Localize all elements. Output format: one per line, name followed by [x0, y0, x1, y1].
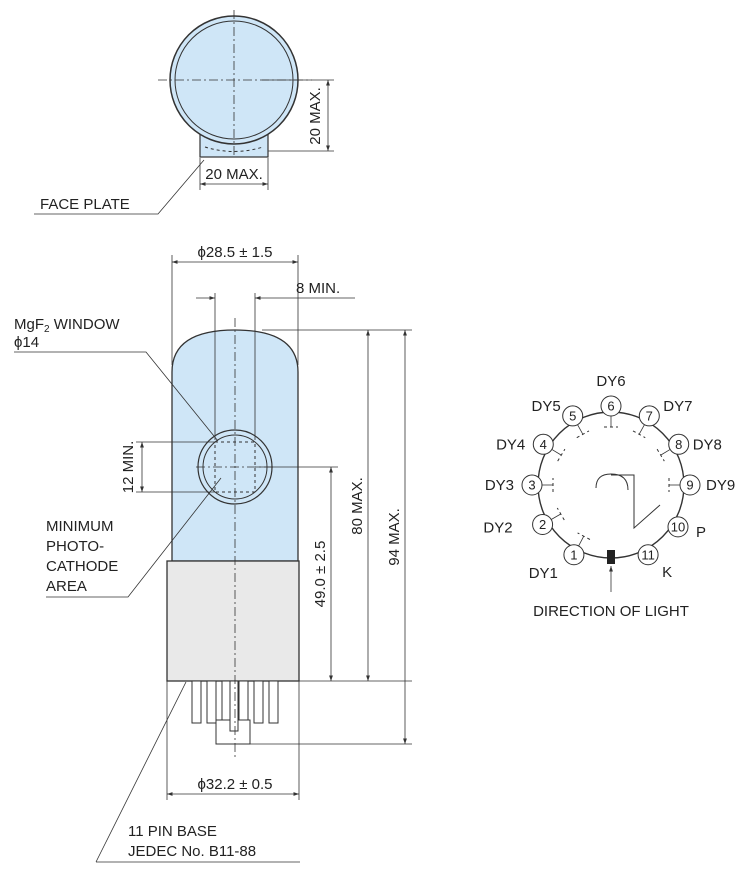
dynode-symbol-8 — [656, 448, 665, 462]
dim-49: 49.0 ± 2.5 — [312, 541, 329, 608]
pin-number-8: 8 — [675, 437, 682, 452]
pin-number-5: 5 — [569, 408, 576, 423]
pin-name-10: P — [696, 524, 706, 541]
pin-circle-5 — [562, 405, 584, 427]
cathode-area-label: MINIMUM PHOTO- CATHODE AREA — [46, 518, 118, 595]
pin-lead-5 — [577, 424, 584, 435]
pin-circle-11 — [637, 544, 659, 566]
pin-number-1: 1 — [570, 547, 577, 562]
dim-diameter-base: ϕ32.2 ± 0.5 — [197, 776, 272, 793]
pin-lead-4 — [551, 449, 562, 456]
svg-text:CATHODE: CATHODE — [46, 558, 118, 575]
pin-name-5: DY5 — [532, 398, 561, 415]
window-diameter-label: ϕ14 — [14, 334, 39, 351]
dim-12-min: 12 MIN. — [120, 441, 137, 494]
dim-94: 94 MAX. — [386, 508, 403, 566]
pin-name-9: DY9 — [706, 477, 735, 494]
face-plate-label: FACE PLATE — [40, 196, 130, 213]
pin-circle-1 — [563, 544, 585, 566]
pin-number-4: 4 — [540, 437, 547, 452]
side-view: ϕ28.5 ± 1.5 8 MIN. MgF2 WINDOW ϕ14 12 MI… — [14, 244, 412, 863]
dim-8-min: 8 MIN. — [296, 280, 340, 297]
base-pins — [191, 680, 279, 745]
pin-lead-1 — [578, 536, 585, 547]
pin-lead-2 — [551, 513, 561, 520]
pin-number-2: 2 — [539, 517, 546, 532]
pin-name-8: DY8 — [693, 436, 722, 453]
anode-lead — [611, 474, 661, 530]
pin-circle-9 — [679, 474, 701, 496]
pin-name-4: DY4 — [496, 436, 525, 453]
pin-name-1: DY1 — [529, 565, 558, 582]
pin-lead-8 — [660, 449, 671, 456]
dynode-symbol-4 — [557, 448, 566, 462]
pin-name-3: DY3 — [485, 477, 514, 494]
dim-80: 80 MAX. — [349, 477, 366, 535]
pin-lead-7 — [638, 424, 645, 435]
min-cathode-area — [214, 441, 256, 493]
pin-name-11: K — [662, 564, 672, 581]
pin-number-7: 7 — [646, 408, 653, 423]
tube-base — [166, 560, 300, 682]
top-height-dim: 20 MAX. — [307, 87, 324, 145]
base-outline — [537, 411, 685, 559]
pin-number-10: 10 — [671, 519, 685, 534]
pin-circle-10 — [667, 516, 689, 538]
pin-number-11: 11 — [641, 547, 655, 562]
cathode-arc — [595, 473, 629, 491]
pin-number-3: 3 — [528, 478, 535, 493]
pin-number-9: 9 — [686, 478, 693, 493]
dynode-symbol-7 — [632, 430, 646, 439]
base-label-line1: 11 PIN BASE — [128, 823, 217, 840]
pin-circle-2 — [532, 514, 554, 535]
pin-circle-8 — [668, 433, 690, 455]
pin-circle-3 — [521, 474, 543, 496]
pin-number-6: 6 — [607, 399, 614, 414]
direction-of-light-label: DIRECTION OF LIGHT — [533, 603, 689, 620]
pin-circle-6 — [600, 395, 622, 417]
pin-name-2: DY2 — [483, 520, 512, 537]
pin-name-6: DY6 — [596, 373, 625, 390]
pin-circle-7 — [638, 405, 660, 427]
base-key — [607, 550, 615, 564]
dim-diameter-top: ϕ28.5 ± 1.5 — [197, 244, 272, 261]
pin-name-7: DY7 — [663, 398, 692, 415]
dynode-symbol-1 — [577, 532, 591, 540]
top-view: 20 MAX. 20 MAX. FACE PLATE — [34, 10, 334, 215]
base-label-line2: JEDEC No. B11-88 — [128, 843, 256, 860]
svg-text:MINIMUM: MINIMUM — [46, 518, 114, 535]
dynode-symbol-2 — [556, 507, 565, 521]
window-label: MgF2 WINDOW — [14, 316, 120, 335]
dynode-symbol-5 — [576, 430, 590, 439]
svg-text:PHOTO-: PHOTO- — [46, 538, 104, 555]
pin-circle-4 — [532, 433, 554, 455]
top-width-dim: 20 MAX. — [205, 166, 263, 183]
svg-text:AREA: AREA — [46, 578, 87, 595]
